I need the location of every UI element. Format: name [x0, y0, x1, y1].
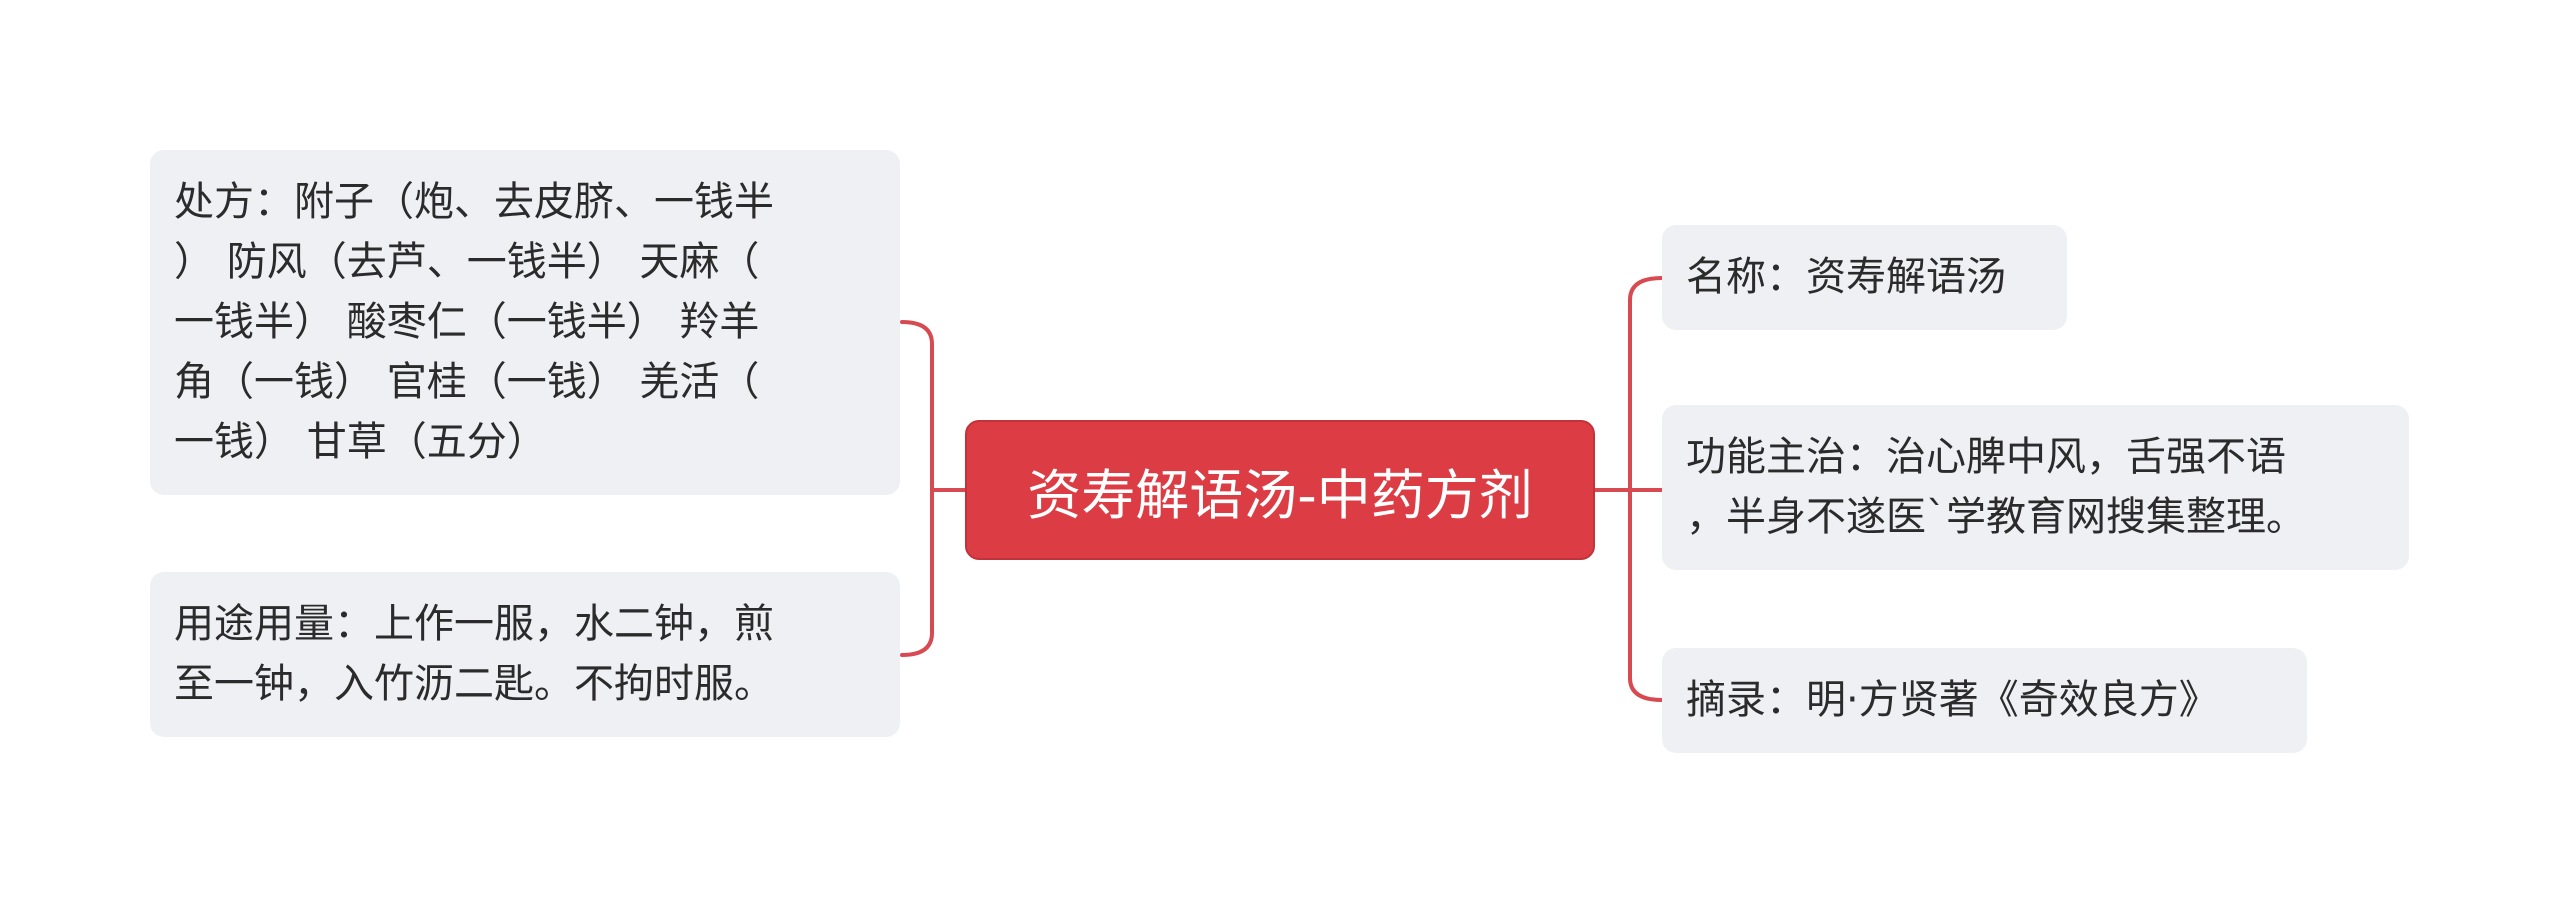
- central-topic[interactable]: 资寿解语汤-中药方剂: [965, 420, 1595, 560]
- node-name[interactable]: 名称：资寿解语汤: [1662, 225, 2067, 330]
- node-function[interactable]: 功能主治：治心脾中风，舌强不语 ，半身不遂医`学教育网搜集整理。: [1662, 405, 2409, 570]
- node-source[interactable]: 摘录：明·方贤著《奇效良方》: [1662, 648, 2307, 753]
- connector-right-branch: [1628, 276, 1664, 702]
- node-usage[interactable]: 用途用量：上作一服，水二钟，煎 至一钟，入竹沥二匙。不拘时服。: [150, 572, 900, 737]
- connector-left-branch: [900, 320, 934, 657]
- node-prescription[interactable]: 处方：附子（炮、去皮脐、一钱半 ） 防风（去芦、一钱半） 天麻（ 一钱半） 酸枣…: [150, 150, 900, 495]
